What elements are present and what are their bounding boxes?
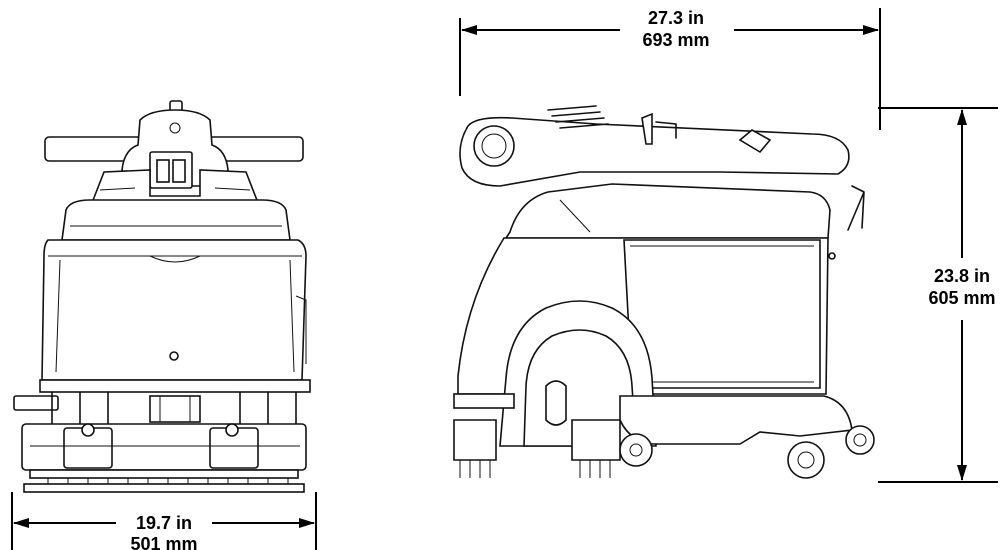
length-dimension: 27.3 in 693 mm bbox=[459, 8, 881, 130]
side-view-machine-drawing bbox=[453, 105, 875, 479]
width-metric-label: 501 mm bbox=[130, 534, 197, 550]
width-dimension: 19.7 in 501 mm bbox=[11, 492, 317, 550]
length-metric-label: 693 mm bbox=[642, 30, 709, 50]
length-imperial-label: 27.3 in bbox=[648, 8, 704, 28]
height-dimension: 23.8 in 605 mm bbox=[878, 107, 998, 483]
height-metric-label: 605 mm bbox=[928, 288, 995, 308]
height-imperial-label: 23.8 in bbox=[934, 266, 990, 286]
width-imperial-label: 19.7 in bbox=[136, 513, 192, 533]
front-view-machine-drawing bbox=[13, 100, 311, 493]
